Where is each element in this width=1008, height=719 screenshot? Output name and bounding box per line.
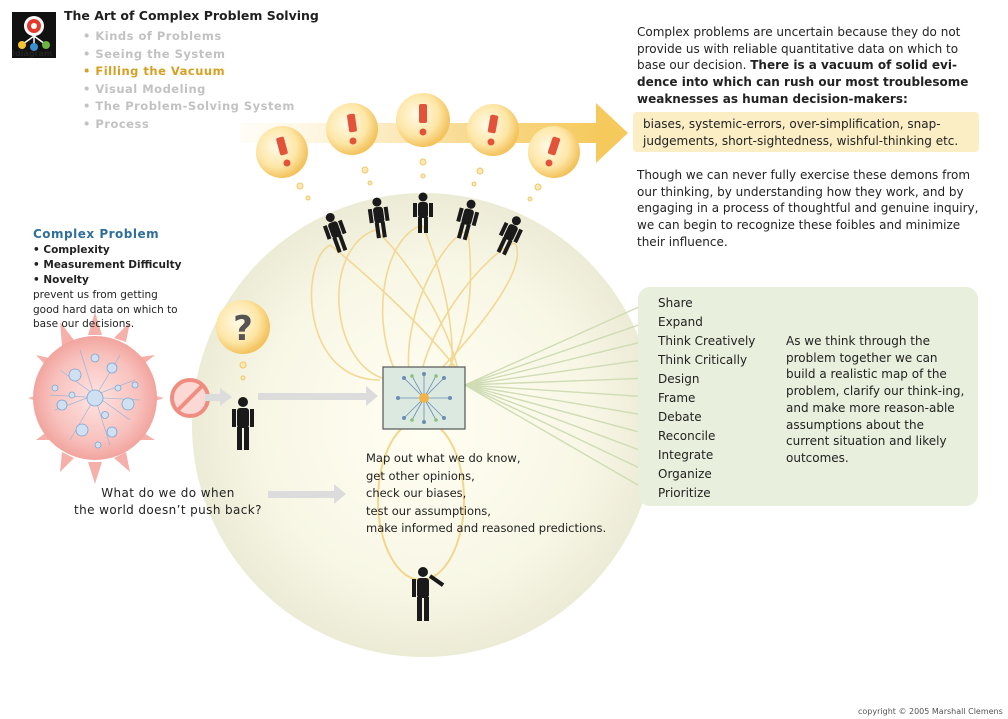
bias-list: biases, systemic-errors, over-simplifica… <box>643 116 978 149</box>
demon-bubbles <box>256 93 580 201</box>
exclamation-icon <box>326 103 378 185</box>
exclamation-icon <box>256 126 310 200</box>
verb-item: Reconcile <box>658 428 755 447</box>
demons-paragraph: Though we can never fully exercise these… <box>637 167 982 251</box>
map-step: Map out what we do know, <box>366 450 626 468</box>
network-map-icon <box>383 367 465 429</box>
verb-item: Expand <box>658 314 755 333</box>
complex-problem-ball <box>28 312 164 484</box>
map-step: test our assumptions, <box>366 503 626 521</box>
nav-item-process[interactable]: • Process <box>83 116 295 134</box>
complex-problem-list: • Complexity • Measurement Difficulty • … <box>33 243 181 287</box>
verb-list: Share Expand Think Creatively Think Crit… <box>658 295 755 504</box>
map-step: make informed and reasoned predictions. <box>366 520 626 538</box>
map-steps: Map out what we do know, get other opini… <box>366 450 626 538</box>
nav-menu: • Kinds of Problems • Seeing the System … <box>83 28 295 134</box>
complex-problem-item: • Measurement Difficulty <box>33 258 181 273</box>
verb-item: Organize <box>658 466 755 485</box>
nav-item-visual-modeling[interactable]: • Visual Modeling <box>83 81 295 99</box>
copyright: copyright © 2005 Marshall Clemens <box>858 707 1003 716</box>
complex-problem-item: • Novelty <box>33 273 181 288</box>
complex-problem-item: • Complexity <box>33 243 181 258</box>
question-text: What do we do when the world doesn’t pus… <box>68 485 268 519</box>
exclamation-icon <box>528 126 580 201</box>
verb-item: Think Critically <box>658 352 755 371</box>
prohibition-icon <box>172 380 208 416</box>
map-step: check our biases, <box>366 485 626 503</box>
complex-problem-title: Complex Problem <box>33 227 159 241</box>
verb-item: Design <box>658 371 755 390</box>
nav-item-problem-solving-system[interactable]: • The Problem-Solving System <box>83 98 295 116</box>
svg-text:?: ? <box>233 309 253 349</box>
verb-item: Debate <box>658 409 755 428</box>
page-title: The Art of Complex Problem Solving <box>64 8 319 23</box>
verb-item: Frame <box>658 390 755 409</box>
exclamation-icon <box>396 93 450 178</box>
map-step: get other opinions, <box>366 468 626 486</box>
nav-item-filling-the-vacuum[interactable]: • Filling the Vacuum <box>83 63 295 81</box>
logo-label: Idiagram <box>12 49 52 58</box>
question-line: the world doesn’t push back? <box>68 502 268 519</box>
question-line: What do we do when <box>68 485 268 502</box>
verb-item: Prioritize <box>658 485 755 504</box>
intro-paragraph: Complex problems are uncertain because t… <box>637 24 977 108</box>
panel-description: As we think through the problem together… <box>786 333 966 467</box>
complex-problem-note: prevent us from getting good hard data o… <box>33 288 183 332</box>
exclamation-icon <box>467 104 519 186</box>
verb-item: Share <box>658 295 755 314</box>
verb-item: Integrate <box>658 447 755 466</box>
verb-item: Think Creatively <box>658 333 755 352</box>
nav-item-seeing-the-system[interactable]: • Seeing the System <box>83 46 295 64</box>
nav-item-kinds-of-problems[interactable]: • Kinds of Problems <box>83 28 295 46</box>
